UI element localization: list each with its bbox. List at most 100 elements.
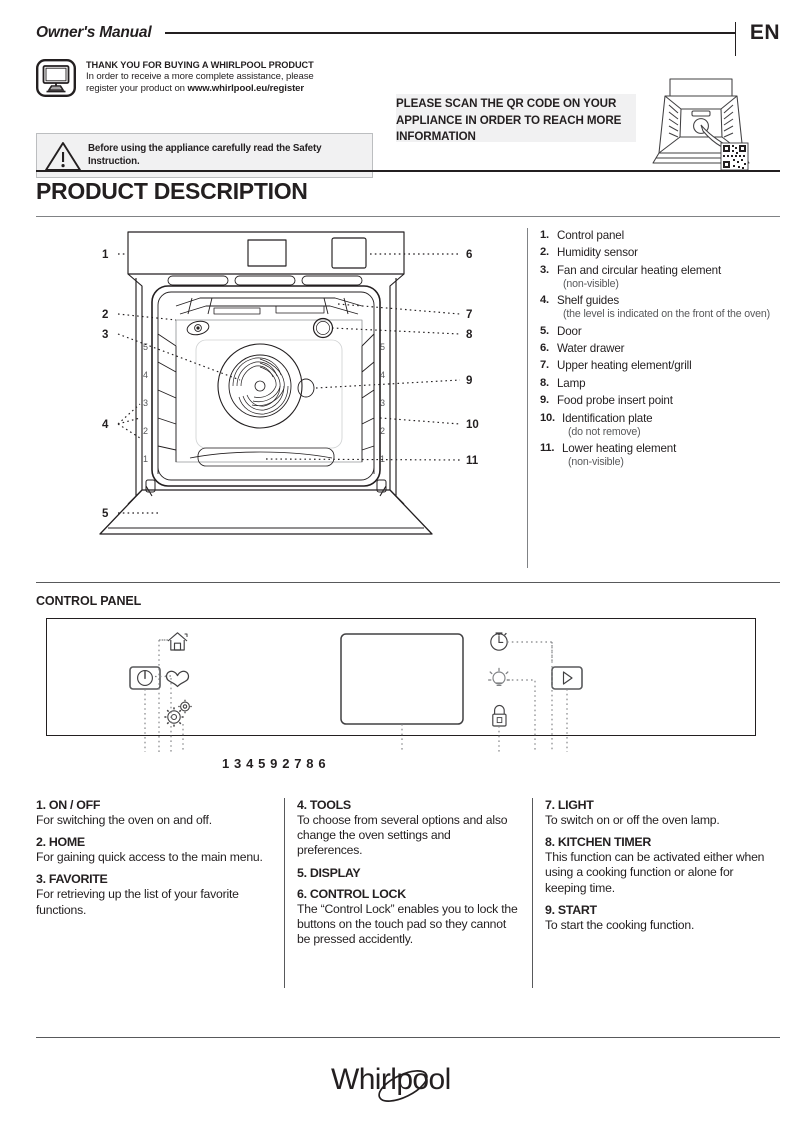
svg-text:2: 2: [143, 426, 148, 436]
part-item-5: 5. Door: [540, 325, 790, 339]
svg-text:1: 1: [380, 454, 385, 464]
part-number: 1.: [540, 229, 549, 241]
part-number: 4.: [540, 294, 549, 307]
desc-head-start: 9. START: [545, 902, 597, 917]
heart-favorite-icon: [165, 670, 190, 688]
desc-body-start: To start the cooking function.: [545, 917, 695, 932]
light-bulb-icon: [487, 667, 511, 686]
part-item-3: 3. Fan and circular heating element (non…: [540, 264, 790, 291]
header-rule-endcap: [734, 22, 736, 56]
footer-rule: [36, 1037, 780, 1038]
desc-body-tools: To choose from several options and also …: [297, 813, 508, 858]
register-prefix: register your product on: [86, 83, 188, 95]
safety-warning-text: Before using the appliance carefully rea…: [88, 142, 322, 167]
desc-body-control-lock: The “Control Lock” enables you to lock t…: [297, 901, 518, 947]
thank-you-heading: THANK YOU FOR BUYING A WHIRLPOOL PRODUCT: [86, 60, 314, 70]
part-item-6: 6. Water drawer: [540, 342, 790, 356]
thank-you-line-1: In order to receive a more complete assi…: [86, 71, 314, 82]
oven-callout-5: 5: [102, 508, 109, 520]
register-url[interactable]: www.whirlpool.eu/register: [187, 83, 305, 95]
warning-triangle-icon: [44, 140, 82, 172]
part-number: 6.: [540, 341, 549, 354]
desc-head-control-lock: 6. CONTROL LOCK: [297, 886, 406, 901]
section-rule-bottom: [36, 216, 780, 217]
part-sublabel: (non-visible): [563, 277, 619, 290]
part-label: Shelf guides: [557, 294, 620, 308]
part-sublabel: (the level is indicated on the front of …: [563, 308, 771, 321]
page-header: Owner's Manual EN THANK YOU FOR BUYING A…: [36, 20, 780, 178]
part-item-10: 10. Identification plate (do not remove): [540, 412, 790, 439]
qr-code-glyph: [720, 142, 749, 171]
monitor-icon: [36, 59, 76, 97]
part-label: Food probe insert point: [557, 394, 673, 408]
part-sublabel: (non-visible): [568, 455, 624, 468]
description-column-3: 7. LIGHT To switch on or off the oven la…: [532, 798, 780, 988]
part-label: Water drawer: [557, 341, 625, 355]
desc-body-kitchen-timer: This function can be activated either wh…: [545, 850, 765, 895]
part-number: 7.: [540, 359, 549, 372]
header-horizontal-rule: [165, 32, 735, 34]
oven-callout-6: 6: [466, 249, 472, 261]
tools-gear-icon: [164, 699, 192, 727]
svg-text:5: 5: [380, 342, 385, 352]
oven-callout-8: 8: [466, 329, 473, 341]
qr-notice-text: PLEASE SCAN THE QR CODE ON YOUR APPLIANC…: [396, 94, 636, 143]
part-label: Lower heating element: [562, 441, 677, 455]
power-button-icon: [129, 666, 161, 690]
control-panel-rule: [36, 582, 780, 583]
svg-text:3: 3: [143, 398, 148, 408]
svg-text:3: 3: [380, 398, 385, 408]
part-label: Identification plate: [562, 411, 653, 425]
function-descriptions: 1. ON / OFF For switching the oven on an…: [36, 798, 780, 988]
header-top-row: Owner's Manual EN: [36, 20, 780, 56]
oven-callout-9: 9: [466, 375, 472, 387]
oven-callout-3: 3: [102, 329, 108, 341]
kitchen-timer-icon: [490, 632, 508, 651]
oven-callout-7: 7: [466, 309, 472, 321]
part-item-7: 7. Upper heating element/grill: [540, 359, 790, 373]
part-label: Lamp: [557, 376, 586, 390]
svg-text:4: 4: [380, 370, 385, 380]
part-label: Door: [557, 324, 582, 338]
part-label: Fan and circular heating element: [557, 263, 722, 277]
part-label: Upper heating element/grill: [557, 359, 692, 373]
thank-you-line-2: register your product on www.whirlpool.e…: [86, 83, 314, 95]
desc-head-on-off: 1. ON / OFF: [36, 798, 101, 812]
desc-head-tools: 4. TOOLS: [297, 798, 351, 812]
oven-callout-11: 11: [466, 455, 479, 467]
oven-front-cutaway-illustration: 5 4 3 2 1 5 4 3 2 1 1 2: [80, 228, 500, 548]
part-item-9: 9. Food probe insert point: [540, 394, 790, 408]
oven-callout-1: 1: [102, 249, 109, 261]
part-number: 10.: [540, 411, 555, 424]
section-rule-top: [36, 170, 780, 172]
desc-head-home: 2. HOME: [36, 835, 85, 850]
part-item-4: 4. Shelf guides (the level is indicated …: [540, 294, 790, 321]
control-lock-padlock-icon: [492, 704, 507, 727]
desc-head-display: 5. DISPLAY: [297, 865, 361, 880]
part-number: 8.: [540, 376, 549, 389]
part-number: 11.: [540, 441, 555, 454]
part-number: 5.: [540, 324, 549, 337]
desc-body-light: To switch on or off the oven lamp.: [545, 813, 720, 827]
part-number: 2.: [540, 246, 549, 259]
parts-list: 1. Control panel 2. Humidity sensor 3. F…: [540, 229, 790, 472]
oven-qr-code-illustration: [651, 75, 756, 173]
diagram-list-divider: [527, 228, 528, 568]
part-sublabel: (do not remove): [568, 425, 641, 438]
display-screen: [340, 633, 464, 725]
language-code-badge: EN: [749, 21, 780, 44]
svg-text:2: 2: [380, 426, 385, 436]
thank-you-text: THANK YOU FOR BUYING A WHIRLPOOL PRODUCT…: [86, 58, 314, 96]
part-number: 3.: [540, 263, 549, 276]
control-panel-heading: CONTROL PANEL: [36, 594, 142, 608]
owners-manual-title: Owner's Manual: [36, 24, 152, 41]
oven-callout-4: 4: [102, 419, 109, 431]
oven-callout-2: 2: [102, 309, 108, 321]
part-label: Control panel: [557, 229, 625, 242]
oven-callout-10: 10: [466, 419, 479, 431]
home-icon: [167, 632, 188, 651]
part-item-1: 1. Control panel: [540, 229, 790, 243]
desc-body-home: For gaining quick access to the main men…: [36, 850, 263, 865]
svg-text:1: 1: [143, 454, 148, 464]
part-item-8: 8. Lamp: [540, 377, 790, 391]
